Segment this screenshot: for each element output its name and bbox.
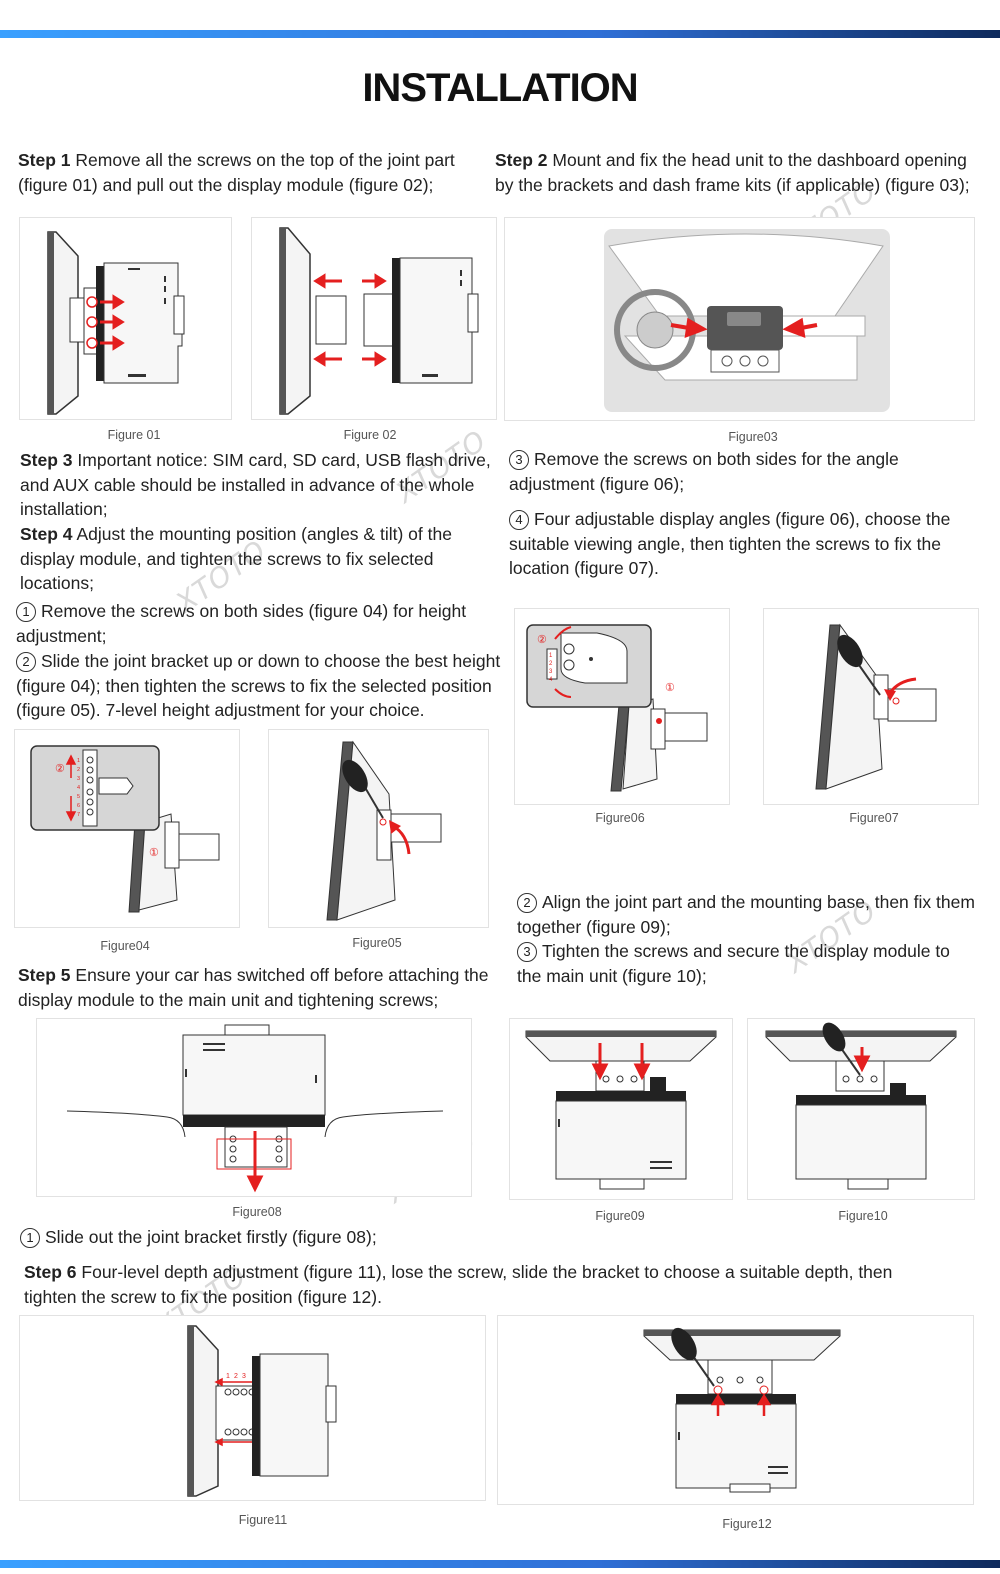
bottom-accent-bar bbox=[0, 1560, 1000, 1568]
circled-number: 1 bbox=[20, 1228, 40, 1248]
callout-number: ① bbox=[149, 847, 159, 859]
figure-10-caption: Figure10 bbox=[838, 1209, 888, 1223]
figure-12-illustration bbox=[497, 1315, 974, 1505]
step-label: Step 2 bbox=[495, 150, 548, 170]
figure-02-caption: Figure 02 bbox=[343, 428, 397, 442]
figure-08-illustration bbox=[36, 1018, 472, 1197]
level-number: 3 bbox=[77, 776, 80, 782]
substep-text: Remove the screws on both sides for the … bbox=[509, 449, 899, 494]
circled-number: 2 bbox=[16, 652, 36, 672]
figure-03-caption: Figure03 bbox=[728, 430, 778, 444]
figure-01-illustration bbox=[19, 217, 232, 420]
step-description: Four-level depth adjustment (figure 11),… bbox=[24, 1262, 893, 1307]
figure-07-caption: Figure07 bbox=[849, 811, 899, 825]
figure-05-illustration bbox=[268, 729, 489, 928]
substep-text: Tighten the screws and secure the displa… bbox=[517, 941, 950, 986]
level-number: 2 bbox=[549, 661, 553, 667]
step6-text: Step 6 Four-level depth adjustment (figu… bbox=[24, 1260, 934, 1309]
figure-03-illustration bbox=[504, 217, 975, 421]
figure-04-illustration: ② ① 1 2 3 4 5 6 7 bbox=[14, 729, 240, 928]
circled-number: 1 bbox=[16, 602, 36, 622]
level-number: 5 bbox=[77, 794, 80, 800]
step4-text: Step 4 Adjust the mounting position (ang… bbox=[20, 522, 486, 596]
substep-text: Align the joint part and the mounting ba… bbox=[517, 892, 975, 937]
level-number: 1 bbox=[549, 653, 553, 659]
figure-01-caption: Figure 01 bbox=[107, 428, 161, 442]
figure-10-illustration bbox=[747, 1018, 975, 1200]
step-description: Adjust the mounting position (angles & t… bbox=[20, 524, 452, 593]
callout-number: ② bbox=[55, 763, 65, 775]
circled-number: 3 bbox=[517, 942, 537, 962]
figure-11-caption: Figure11 bbox=[238, 1513, 288, 1527]
step-description: Remove all the screws on the top of the … bbox=[18, 150, 455, 195]
callout-number: ② bbox=[537, 634, 547, 646]
figure-07-illustration bbox=[763, 608, 979, 805]
figure-06-illustration: ② ① 1 2 3 4 bbox=[514, 608, 730, 805]
step-description: Important notice: SIM card, SD card, USB… bbox=[20, 450, 491, 519]
circled-number: 2 bbox=[517, 893, 537, 913]
level-number: 3 bbox=[549, 669, 553, 675]
level-number: 7 bbox=[77, 812, 80, 818]
figure-06-caption: Figure06 bbox=[595, 811, 645, 825]
circled-number: 3 bbox=[509, 450, 529, 470]
circled-number: 4 bbox=[509, 510, 529, 530]
step2-text: Step 2 Mount and fix the head unit to th… bbox=[495, 148, 990, 197]
figure-08-caption: Figure08 bbox=[232, 1205, 282, 1219]
depth-number: 3 bbox=[242, 1373, 246, 1380]
figure-12-caption: Figure12 bbox=[722, 1517, 772, 1531]
page-title: INSTALLATION bbox=[362, 66, 638, 110]
level-number: 4 bbox=[77, 785, 80, 791]
callout-number: ① bbox=[665, 682, 675, 694]
step-label: Step 3 bbox=[20, 450, 73, 470]
step-label: Step 4 bbox=[20, 524, 73, 544]
figure-04-caption: Figure04 bbox=[100, 939, 150, 953]
substep-text: Slide out the joint bracket firstly (fig… bbox=[45, 1227, 377, 1247]
step-label: Step 6 bbox=[24, 1262, 77, 1282]
figure-11-illustration: 1 2 3 bbox=[19, 1315, 486, 1501]
depth-number: 1 bbox=[226, 1373, 230, 1380]
level-number: 6 bbox=[77, 803, 80, 809]
depth-number: 2 bbox=[234, 1373, 238, 1380]
step-label: Step 1 bbox=[18, 150, 71, 170]
step5-text: Step 5 Ensure your car has switched off … bbox=[18, 963, 498, 1012]
level-number: 2 bbox=[77, 767, 80, 773]
step-label: Step 5 bbox=[18, 965, 71, 985]
figure-09-caption: Figure09 bbox=[595, 1209, 645, 1223]
substep-text: Remove the screws on both sides (figure … bbox=[16, 601, 467, 646]
level-number: 4 bbox=[549, 677, 553, 683]
step3-text: Step 3 Important notice: SIM card, SD ca… bbox=[20, 448, 496, 522]
level-number: 1 bbox=[77, 758, 80, 764]
step-description: Ensure your car has switched off before … bbox=[18, 965, 489, 1010]
figure-02-illustration bbox=[251, 217, 497, 420]
figure-09-illustration bbox=[509, 1018, 733, 1200]
substep-text: Slide the joint bracket up or down to ch… bbox=[16, 651, 501, 720]
figure-05-caption: Figure05 bbox=[352, 936, 402, 950]
substep-text: Four adjustable display angles (figure 0… bbox=[509, 509, 951, 578]
step-description: Mount and fix the head unit to the dashb… bbox=[495, 150, 970, 195]
top-accent-bar bbox=[0, 30, 1000, 38]
step1-text: Step 1 Remove all the screws on the top … bbox=[18, 148, 488, 197]
